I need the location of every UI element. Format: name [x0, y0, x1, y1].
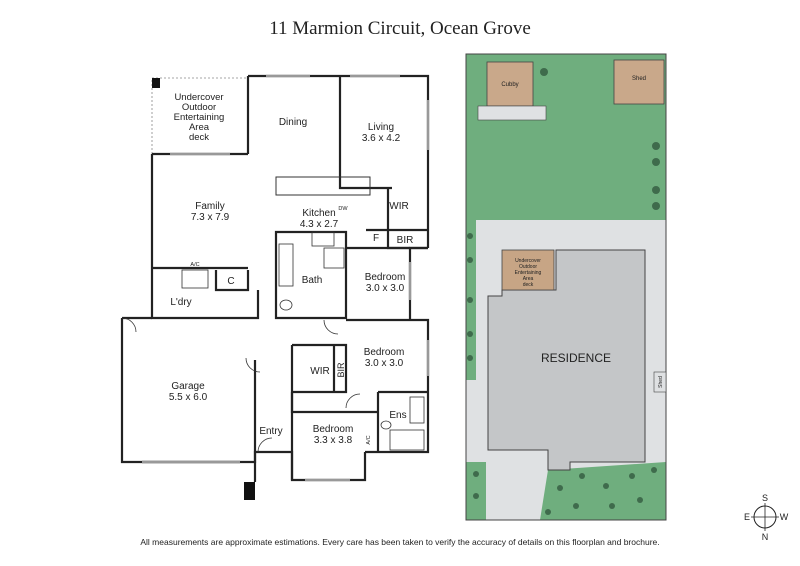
wall-laundry [150, 268, 260, 320]
cubby-label: Cubby [501, 82, 518, 88]
dining-label: Dining [279, 117, 307, 128]
deck-label-3: Entertaining [174, 112, 225, 123]
family-size: 7.3 x 7.9 [191, 212, 230, 223]
ens-shower [389, 429, 425, 451]
wall-east-lower [365, 318, 430, 454]
site-boundary [465, 53, 667, 521]
cupboard-label: C [227, 276, 234, 287]
site-deck-label-1: Undercover [515, 258, 541, 264]
deck-label-1: Undercover [174, 92, 223, 103]
compass: S E W N [744, 493, 789, 542]
shrubs [467, 68, 660, 515]
living-name: Living [368, 122, 394, 133]
site-deck-label-5: deck [523, 282, 534, 288]
door-arc [345, 393, 361, 409]
entry-label: Entry [259, 426, 282, 437]
page-title: 11 Marmion Circuit, Ocean Grove [269, 18, 531, 39]
bathtub [278, 243, 294, 287]
bir-top-label: BIR [397, 235, 414, 246]
wall-east [408, 246, 428, 320]
ac-bottom-label: A/C [366, 435, 372, 444]
shed-label: Shed [632, 76, 646, 82]
front-lawn [540, 462, 666, 520]
wir-mid-label: WIR [310, 366, 329, 377]
site-deck [501, 249, 555, 291]
compass-s: S [762, 493, 768, 503]
floorplan [120, 74, 430, 500]
wall-south [253, 450, 367, 482]
fridge-label: F [373, 233, 379, 244]
wall-bed3-top [290, 392, 378, 414]
cubby-deck [477, 105, 547, 121]
garage-size: 5.5 x 6.0 [169, 392, 208, 403]
ensuite-label: Ens [389, 410, 406, 421]
door-arc [121, 317, 137, 333]
wall-bed2-wir [292, 343, 348, 394]
compass-w: W [780, 512, 789, 522]
kitchen-bench [275, 176, 371, 196]
toilet [279, 299, 293, 311]
family-name: Family [195, 201, 224, 212]
door-arc [257, 437, 273, 453]
ens-vanity [409, 396, 425, 424]
siteplan [465, 53, 667, 521]
compass-n: N [762, 532, 769, 542]
bedroom3-size: 3.3 x 3.8 [314, 435, 353, 446]
living-size: 3.6 x 4.2 [362, 133, 401, 144]
residence-label: RESIDENCE [541, 351, 611, 365]
bath-label: Bath [302, 275, 323, 286]
disclaimer: All measurements are approximate estimat… [140, 537, 660, 547]
garage-name: Garage [171, 381, 205, 392]
small-shed [653, 371, 667, 393]
wall-cupboard [214, 270, 250, 292]
floorplan-labels: Undercover Outdoor Entertaining Area dec… [169, 92, 414, 446]
post [152, 78, 160, 88]
site-deck-label-3: Entertaining [515, 270, 542, 276]
vanity [311, 231, 335, 247]
cubby [486, 61, 534, 107]
bedroom1-size: 3.0 x 3.0 [366, 283, 405, 294]
compass-e: E [744, 512, 750, 522]
ens-toilet [380, 420, 392, 430]
kitchen-name: Kitchen [302, 208, 335, 219]
entry-post [244, 482, 255, 500]
siteplan-labels: Cubby Shed Undercover Outdoor Entertaini… [501, 76, 664, 388]
shed [613, 59, 665, 105]
bedroom2-size: 3.0 x 3.0 [365, 358, 404, 369]
small-shed-label: Shed [658, 376, 664, 388]
door-arc [323, 319, 339, 335]
laundry-label: L'dry [170, 297, 191, 308]
site-deck-label-2: Outdoor [519, 264, 537, 270]
bedroom3-name: Bedroom [313, 424, 354, 435]
deck-label-5: deck [189, 132, 209, 143]
site-deck-label-4: Area [523, 276, 534, 282]
front-garden-left [466, 462, 486, 520]
wall-living [338, 76, 392, 190]
ac-top-label: A/C [190, 262, 199, 268]
shower [323, 247, 345, 269]
dw-label: DW [338, 206, 348, 212]
deck-label-4: Area [189, 122, 210, 133]
deck-label-2: Outdoor [182, 102, 216, 113]
laundry-trough [181, 269, 209, 289]
bedroom1-name: Bedroom [365, 272, 406, 283]
bir-mid-label: BIR [336, 362, 346, 378]
door-arc [245, 357, 261, 373]
wir-top-label: WIR [389, 201, 408, 212]
bedroom2-name: Bedroom [364, 347, 405, 358]
kitchen-size: 4.3 x 2.7 [300, 219, 339, 230]
